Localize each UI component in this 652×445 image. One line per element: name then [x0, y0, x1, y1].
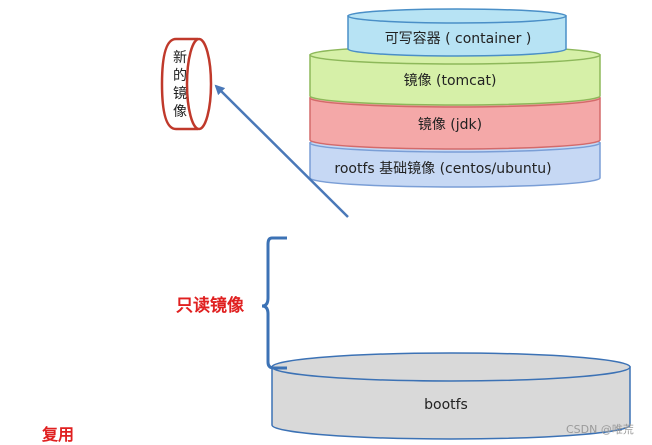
new-image-arrow [214, 84, 349, 218]
readonly-bracket [261, 236, 287, 370]
bootfs-layer: bootfs [271, 352, 631, 440]
container-layer-top [347, 8, 567, 24]
readonly-image-label: 只读镜像 [176, 295, 245, 316]
new-image-char-3: 镜 [173, 86, 187, 102]
tomcat-layer-label: 镜像 (tomcat) [404, 73, 497, 89]
container-layer-label: 可写容器 ( container ) [385, 30, 532, 47]
jdk-layer-label: 镜像 (jdk) [418, 117, 482, 133]
container-layer-body [347, 15, 567, 57]
new-image-cap [185, 37, 213, 131]
bootfs-layer-top [271, 352, 631, 382]
csdn-watermark: CSDN @唯荒 [566, 423, 634, 436]
tomcat-layer-body [309, 54, 601, 106]
reuse-label: 复用 [41, 425, 74, 444]
new-image-char-2: 的 [173, 68, 187, 84]
container-layer: 可写容器 ( container ) [347, 8, 567, 57]
new-image-cylinder: 新 的 镜 像 [160, 37, 213, 131]
bootfs-layer-label: bootfs [424, 397, 468, 413]
jdk-layer-body [309, 97, 601, 150]
bootfs-layer-body [271, 366, 631, 440]
new-image-char-1: 新 [173, 50, 187, 66]
new-image-char-4: 像 [173, 104, 187, 120]
rootfs-layer-body [309, 142, 601, 188]
rootfs-layer-label: rootfs 基础镜像 (centos/ubuntu) [334, 160, 551, 177]
